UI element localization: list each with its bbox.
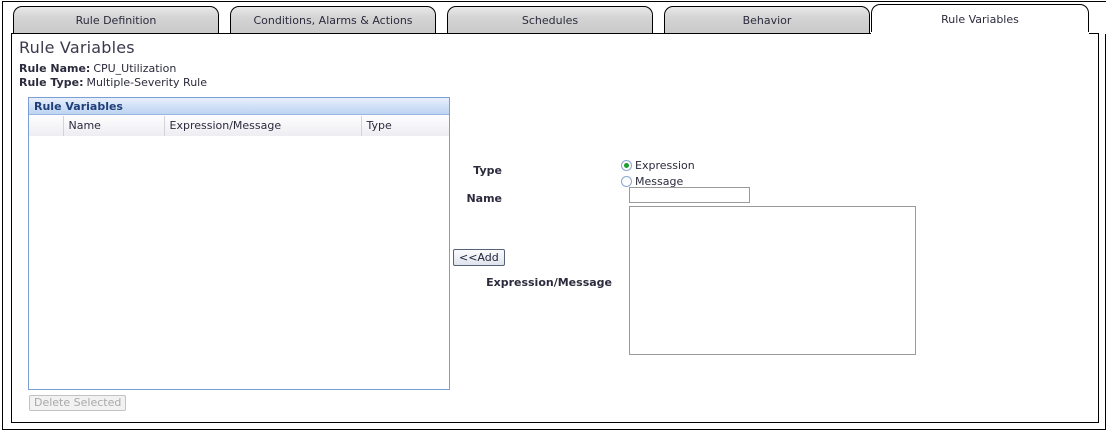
- active-tab-seam: [871, 32, 1089, 34]
- rule-type-value: Multiple-Severity Rule: [86, 76, 208, 89]
- rule-name-value: CPU_Utilization: [93, 62, 177, 75]
- tab-schedules[interactable]: Schedules: [447, 6, 653, 34]
- type-radio-expression[interactable]: Expression: [621, 158, 695, 172]
- rule-name-row: Rule Name:CPU_Utilization: [19, 62, 176, 75]
- table-column-header: Type: [361, 116, 449, 137]
- tab-label: Conditions, Alarms & Actions: [253, 14, 413, 27]
- type-label: Type: [473, 164, 502, 177]
- tab-strip: Rule Definition Conditions, Alarms & Acti…: [3, 2, 1107, 34]
- page-title: Rule Variables: [19, 38, 135, 57]
- type-radio-message[interactable]: Message: [621, 174, 695, 188]
- tab-behavior[interactable]: Behavior: [664, 6, 870, 34]
- expression-message-label: Expression/Message: [486, 276, 612, 289]
- rule-variables-table-body[interactable]: [29, 136, 449, 389]
- expression-message-textarea[interactable]: [629, 206, 916, 355]
- tab-label: Behavior: [742, 14, 792, 27]
- tab-rule-variables[interactable]: Rule Variables: [871, 4, 1089, 34]
- tab-label: Rule Variables: [941, 12, 1019, 26]
- rule-variables-panel-header: Rule Variables: [29, 98, 449, 115]
- radio-icon[interactable]: [621, 175, 632, 187]
- name-input[interactable]: [629, 187, 750, 203]
- delete-selected-button[interactable]: Delete Selected: [29, 395, 127, 411]
- type-radio-label: Message: [635, 174, 684, 188]
- name-label: Name: [466, 192, 502, 205]
- type-radio-label: Expression: [635, 158, 695, 172]
- table-column-header: [29, 116, 64, 137]
- table-column-header: Expression/Message: [164, 116, 362, 137]
- tab-rule-definition[interactable]: Rule Definition: [13, 6, 219, 34]
- rule-variables-panel-title: Rule Variables: [34, 99, 123, 113]
- tab-content-panel: Rule Variables Rule Name:CPU_Utilization…: [11, 33, 1099, 423]
- tab-conditions[interactable]: Conditions, Alarms & Actions: [230, 6, 436, 34]
- tab-label: Rule Definition: [75, 14, 157, 27]
- tab-label: Schedules: [521, 14, 579, 27]
- rule-type-label: Rule Type:: [19, 76, 84, 89]
- add-button[interactable]: <<Add: [453, 249, 505, 266]
- table-column-header: Name: [63, 116, 165, 137]
- radio-icon[interactable]: [621, 159, 632, 171]
- rule-name-label: Rule Name:: [19, 62, 91, 75]
- rule-type-row: Rule Type:Multiple-Severity Rule: [19, 76, 207, 89]
